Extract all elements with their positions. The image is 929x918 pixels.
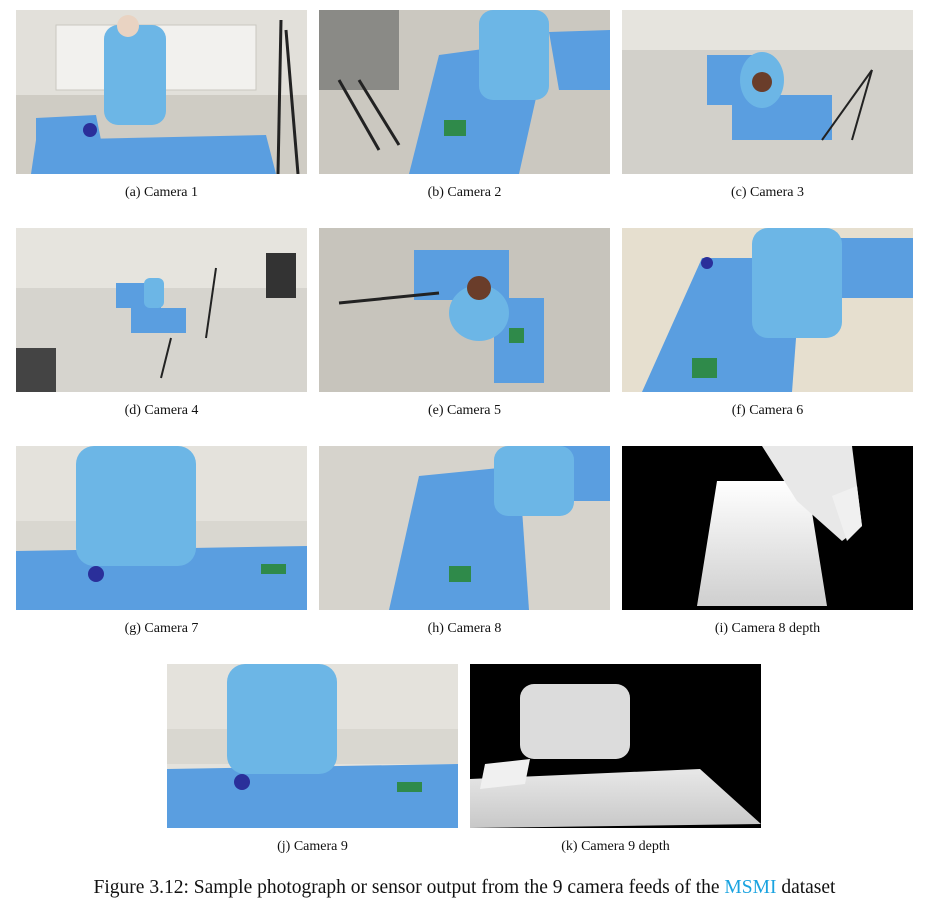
panel-caption: (c) Camera 3 [730,185,805,200]
camera-3-photo [622,10,913,174]
panel-caption: (g) Camera 7 [124,621,199,636]
figure-caption-text: Figure 3.12: Sample photograph or sensor… [93,877,720,898]
camera-8-depth-image [622,446,913,610]
figure-caption: Figure 3.12: Sample photograph or sensor… [0,876,929,900]
panel-caption: (k) Camera 9 depth [561,839,670,854]
camera-9-photo [167,664,458,828]
camera-8-photo [319,446,610,610]
panel-caption: (b) Camera 2 [427,185,502,200]
camera-1-photo [16,10,307,174]
camera-2-photo [319,10,610,174]
camera-5-photo [319,228,610,392]
panel-caption: (d) Camera 4 [124,403,199,418]
camera-4-photo [16,228,307,392]
panel-caption: (a) Camera 1 [124,185,199,200]
figure-caption-suffix: dataset [781,877,836,898]
panel-caption: (j) Camera 9 [277,839,348,854]
panel-caption: (i) Camera 8 depth [714,621,821,636]
panel-caption: (h) Camera 8 [427,621,502,636]
camera-6-photo [622,228,913,392]
panel-caption: (e) Camera 5 [427,403,502,418]
camera-9-depth-image [470,664,761,828]
panel-caption: (f) Camera 6 [731,403,804,418]
camera-7-photo [16,446,307,610]
dataset-citation-link[interactable]: MSMI [724,877,777,898]
